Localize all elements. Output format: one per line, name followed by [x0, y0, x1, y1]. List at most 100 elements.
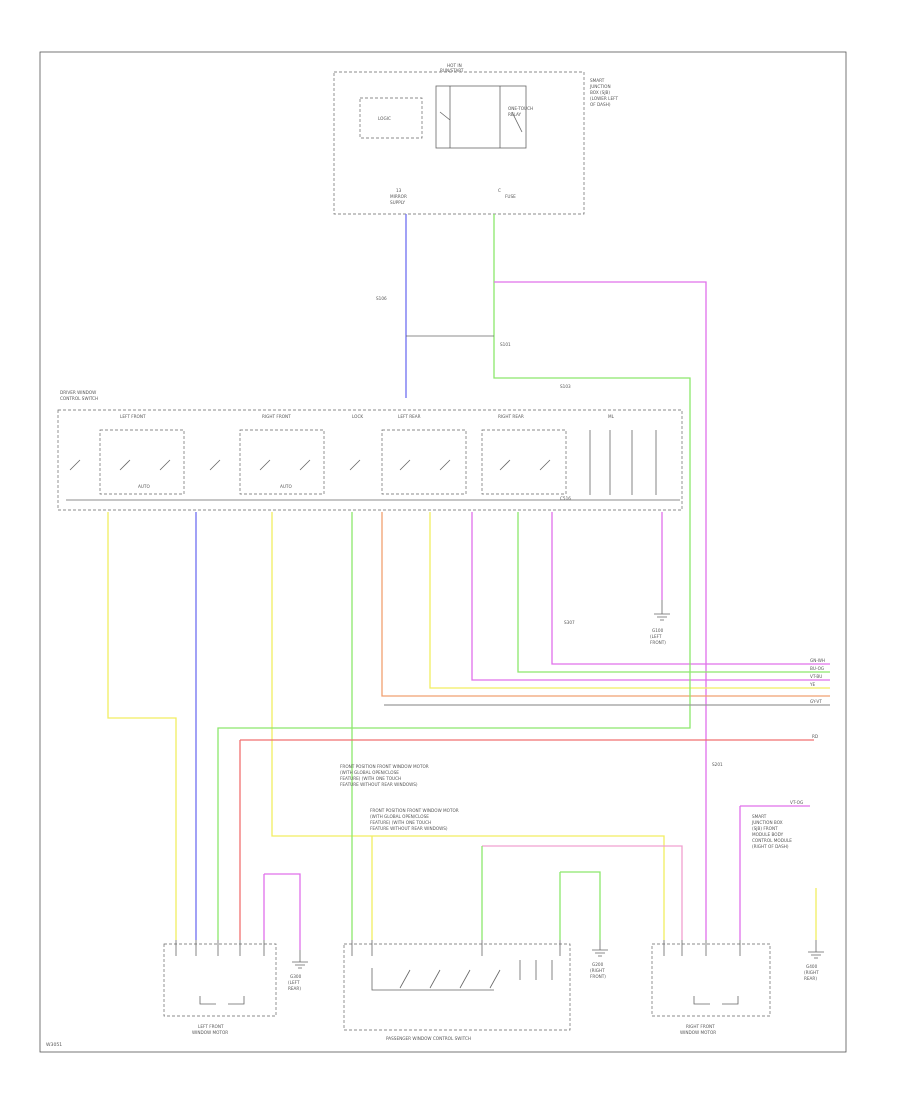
section-lock: LOCK — [352, 414, 363, 419]
section-left-front: LEFT FRONT — [120, 414, 146, 419]
splice-2-label: S106 — [376, 296, 387, 301]
wire-orange-out — [381, 512, 830, 697]
module-title-2: RUN/START — [440, 68, 464, 73]
svg-text:OF DASH): OF DASH) — [590, 102, 611, 107]
svg-text:FUSE: FUSE — [505, 194, 516, 199]
wire-magenta-out — [471, 512, 830, 681]
note-3-line: SMART — [752, 814, 767, 819]
ground-g200: G200 (RIGHT FRONT) — [590, 940, 608, 979]
svg-text:MIRROR: MIRROR — [390, 194, 407, 199]
svg-text:FRONT): FRONT) — [650, 640, 666, 645]
note-2-line: FRONT POSITION FRONT WINDOW MOTOR — [370, 808, 459, 813]
page-tag: W3051 — [46, 1042, 62, 1048]
ground-g300: G300 (LEFT REAR) — [288, 950, 308, 991]
edge-label: VT-BU — [810, 674, 822, 679]
svg-text:REAR): REAR) — [288, 986, 301, 991]
wire-magenta-run — [494, 281, 707, 940]
svg-text:FRONT): FRONT) — [590, 974, 606, 979]
splice-1-label: S101 — [500, 342, 511, 347]
note-1-line: (WITH GLOBAL OPEN/CLOSE — [340, 770, 399, 775]
ground-g400: G400 (RIGHT REAR) — [804, 940, 824, 981]
svg-text:G200: G200 — [592, 962, 604, 967]
svg-text:RIGHT FRONT: RIGHT FRONT — [686, 1024, 715, 1029]
svg-text:BOX (SJB): BOX (SJB) — [590, 90, 610, 95]
ground-g100: G100 (LEFT FRONT) — [650, 600, 670, 645]
relay-label-2: RELAY — [508, 112, 522, 117]
wire-violet-rf — [739, 805, 810, 940]
right-front-window-motor: RIGHT FRONT WINDOW MOTOR — [651, 943, 771, 1035]
wire-green-out — [517, 512, 830, 673]
note-3-line: (SJB) FRONT — [752, 826, 778, 831]
passenger-window-control-switch: PASSENGER WINDOW CONTROL SWITCH — [343, 943, 571, 1041]
svg-text:LEFT FRONT: LEFT FRONT — [198, 1024, 224, 1029]
edge-label: GN-WH — [810, 658, 825, 663]
wire-pink-link — [482, 845, 683, 940]
smart-junction-box-module: HOT IN RUN/START LOGIC ONE-TOUCH RELAY S… — [333, 63, 618, 215]
svg-text:WINDOW MOTOR: WINDOW MOTOR — [680, 1030, 716, 1035]
note-3: SMART JUNCTION BOX (SJB) FRONT MODULE BO… — [751, 814, 792, 849]
svg-text:C: C — [498, 188, 501, 193]
note-1-line: FEATURE) (WITH ONE TOUCH — [340, 776, 401, 781]
module-title-1: HOT IN — [447, 63, 462, 68]
svg-text:G400: G400 — [806, 964, 818, 969]
right-edge-labels: GN-WH BU-OG VT-BU YE GY-VT RD VT-OG — [790, 658, 825, 805]
svg-text:SUPPLY: SUPPLY — [390, 200, 406, 205]
svg-text:C516: C516 — [560, 496, 571, 501]
page-border — [39, 51, 847, 1053]
svg-text:JUNCTION: JUNCTION — [589, 84, 611, 89]
note-2-line: (WITH GLOBAL OPEN/CLOSE — [370, 814, 429, 819]
svg-text:(LOWER LEFT: (LOWER LEFT — [590, 96, 618, 101]
svg-text:(RIGHT: (RIGHT — [590, 968, 605, 973]
wire-green-gnd — [560, 871, 601, 940]
svg-text:AUTO: AUTO — [280, 484, 292, 489]
wire-yellow-out — [429, 512, 830, 689]
svg-text:SMART: SMART — [590, 78, 605, 83]
note-1: FRONT POSITION FRONT WINDOW MOTOR (WITH … — [340, 764, 429, 787]
svg-text:WINDOW MOTOR: WINDOW MOTOR — [192, 1030, 228, 1035]
master-title-1: DRIVER WINDOW — [60, 390, 96, 395]
section-right-front: RIGHT FRONT — [262, 414, 291, 419]
note-3-line: CONTROL MODULE — [752, 838, 792, 843]
edge-label: VT-OG — [790, 800, 803, 805]
wire-green-feed — [493, 214, 691, 420]
wire-green-return — [217, 420, 691, 940]
edge-label: GY-VT — [810, 699, 822, 704]
note-2-line: FEATURE) (WITH ONE TOUCH — [370, 820, 431, 825]
note-3-line: MODULE BODY — [752, 832, 784, 837]
note-3-line: (RIGHT OF DASH) — [752, 844, 789, 849]
note-3-line: JUNCTION BOX — [751, 820, 783, 825]
splice-3-label: S103 — [560, 384, 571, 389]
connector-stubs — [175, 940, 741, 956]
section-left-rear: LEFT REAR — [398, 414, 421, 419]
wire-yellow-lf — [107, 512, 177, 940]
svg-text:AUTO: AUTO — [138, 484, 150, 489]
note-2-line: FEATURE WITHOUT REAR WINDOWS) — [370, 826, 448, 831]
note-1-line: FEATURE WITHOUT REAR WINDOWS) — [340, 782, 418, 787]
section-ml: ML — [608, 414, 615, 419]
edge-label: RD — [812, 734, 818, 739]
splice-4-label: S307 — [564, 620, 575, 625]
svg-text:G300: G300 — [290, 974, 302, 979]
wires: S101 S106 S103 — [107, 214, 830, 950]
note-1-line: FRONT POSITION FRONT WINDOW MOTOR — [340, 764, 429, 769]
svg-text:REAR): REAR) — [804, 976, 817, 981]
wire-violet-gnd — [264, 873, 301, 950]
section-right-rear: RIGHT REAR — [498, 414, 524, 419]
svg-text:PASSENGER WINDOW CONTROL SWITC: PASSENGER WINDOW CONTROL SWITCH — [386, 1036, 471, 1041]
note-2: FRONT POSITION FRONT WINDOW MOTOR (WITH … — [370, 808, 459, 831]
svg-text:(RIGHT: (RIGHT — [804, 970, 819, 975]
svg-text:(LEFT: (LEFT — [288, 980, 300, 985]
driver-window-control-switch: DRIVER WINDOW CONTROL SWITCH LEFT FRONT … — [57, 390, 683, 511]
left-front-window-motor: LEFT FRONT WINDOW MOTOR — [163, 943, 277, 1035]
edge-label: BU-OG — [810, 666, 824, 671]
wire-yellow-rf — [271, 512, 665, 940]
master-title-2: CONTROL SWITCH — [60, 396, 98, 401]
logic-label: LOGIC — [378, 116, 391, 121]
relay-label-1: ONE-TOUCH — [508, 106, 533, 111]
svg-text:G100: G100 — [652, 628, 664, 633]
svg-text:(LEFT: (LEFT — [650, 634, 662, 639]
edge-label: YE — [809, 682, 816, 687]
svg-text:13: 13 — [396, 188, 402, 193]
